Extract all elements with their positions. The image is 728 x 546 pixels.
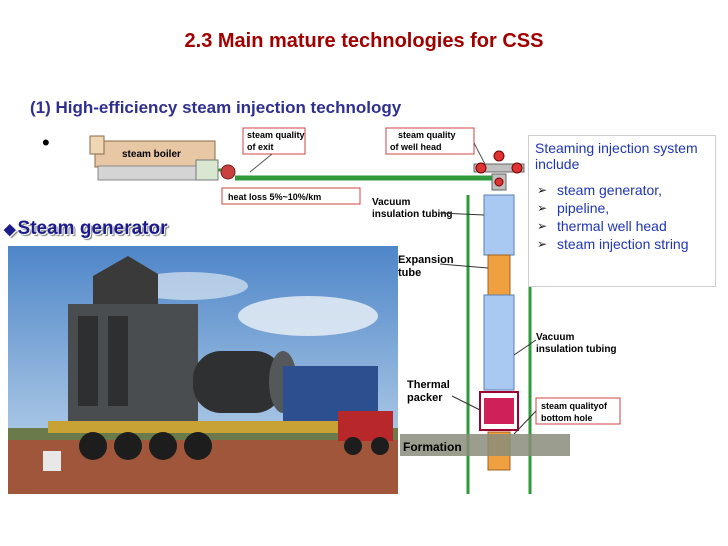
heat-loss-text: heat loss 5%~10%/km bbox=[228, 192, 321, 202]
svg-text:steam qualityof: steam qualityof bbox=[541, 401, 608, 411]
list-item: ➢thermal well head bbox=[537, 218, 667, 234]
list-item: ➢steam generator, bbox=[537, 182, 663, 198]
thermal-packer-line1: Thermal bbox=[407, 379, 450, 391]
formation-text: Formation bbox=[403, 440, 462, 454]
list-item: ➢pipeline, bbox=[537, 200, 610, 216]
steam-quality-bottom-box bbox=[535, 397, 621, 425]
expansion-line2: tube bbox=[398, 267, 421, 279]
svg-text:Expansion: Expansion bbox=[398, 254, 454, 266]
thermal-packer-line2: packer bbox=[407, 392, 443, 404]
arrow-bullet-icon: ➢ bbox=[537, 201, 548, 215]
steam-generator-text: Steam generator bbox=[17, 218, 168, 239]
steam-quality-wellhead-line1: steam quality bbox=[398, 130, 456, 140]
list-item: ➢steam injection string bbox=[537, 236, 689, 252]
steam-quality-exit-box bbox=[242, 127, 306, 155]
injection-string-upper bbox=[483, 194, 515, 256]
vacuum-top-line1: Vacuum bbox=[372, 197, 410, 208]
steam-boiler-text: steam boiler bbox=[122, 149, 181, 160]
svg-text:steam quality: steam quality bbox=[398, 130, 456, 140]
svg-text:packer: packer bbox=[407, 392, 443, 404]
diamond-bullet-icon: ◆ bbox=[4, 221, 16, 238]
bullet-dot: • bbox=[42, 130, 50, 155]
svg-text:bottom hole: bottom hole bbox=[541, 413, 593, 423]
system-components-heading: Steaming injection system include bbox=[535, 140, 698, 172]
vacuum-bottom-line2: insulation tubing bbox=[536, 344, 617, 355]
steam-generator-photo bbox=[8, 246, 398, 494]
svg-text:Thermal: Thermal bbox=[407, 379, 450, 391]
svg-text:tube: tube bbox=[398, 267, 421, 279]
expansion-tube bbox=[487, 254, 511, 296]
formation-band bbox=[400, 434, 570, 456]
arrow-bullet-icon: ➢ bbox=[537, 219, 548, 233]
arrow-bullet-icon: ➢ bbox=[537, 183, 548, 197]
svg-text:of well head: of well head bbox=[390, 142, 442, 152]
svg-text:steam quality: steam quality bbox=[247, 130, 305, 140]
heat-loss-box bbox=[221, 187, 361, 205]
steam-boiler-unit bbox=[89, 135, 236, 181]
svg-text:insulation tubing: insulation tubing bbox=[536, 344, 617, 355]
vacuum-bottom-line1: Vacuum bbox=[536, 332, 574, 343]
steam-quality-wellhead-line2: of well head bbox=[390, 142, 442, 152]
thermal-wellhead bbox=[473, 150, 525, 191]
steam-quality-exit-line1: steam quality bbox=[247, 130, 305, 140]
system-components-box: Steaming injection system include ➢steam… bbox=[528, 135, 716, 287]
steam-generator-label: ◆Steam generator bbox=[4, 218, 168, 240]
expansion-line1: Expansion bbox=[398, 254, 454, 266]
steam-quality-exit-line2: of exit bbox=[247, 142, 274, 152]
svg-text:insulation tubing: insulation tubing bbox=[372, 209, 453, 220]
vacuum-top-line2: insulation tubing bbox=[372, 209, 453, 220]
injection-string-lower bbox=[483, 294, 515, 391]
svg-text:Vacuum: Vacuum bbox=[372, 197, 410, 208]
steam-quality-bottom-line2: bottom hole bbox=[541, 413, 593, 423]
slide-subtitle: (1) High-efficiency steam injection tech… bbox=[30, 98, 402, 117]
system-components-list: ➢steam generator, ➢pipeline, ➢thermal we… bbox=[535, 181, 711, 253]
svg-text:of exit: of exit bbox=[247, 142, 274, 152]
arrow-bullet-icon: ➢ bbox=[537, 237, 548, 251]
steam-quality-wellhead-box bbox=[385, 127, 475, 155]
slide-title: 2.3 Main mature technologies for CSS bbox=[184, 30, 544, 52]
svg-text:Vacuum: Vacuum bbox=[536, 332, 574, 343]
steam-quality-bottom-line1: steam qualityof bbox=[541, 401, 608, 411]
